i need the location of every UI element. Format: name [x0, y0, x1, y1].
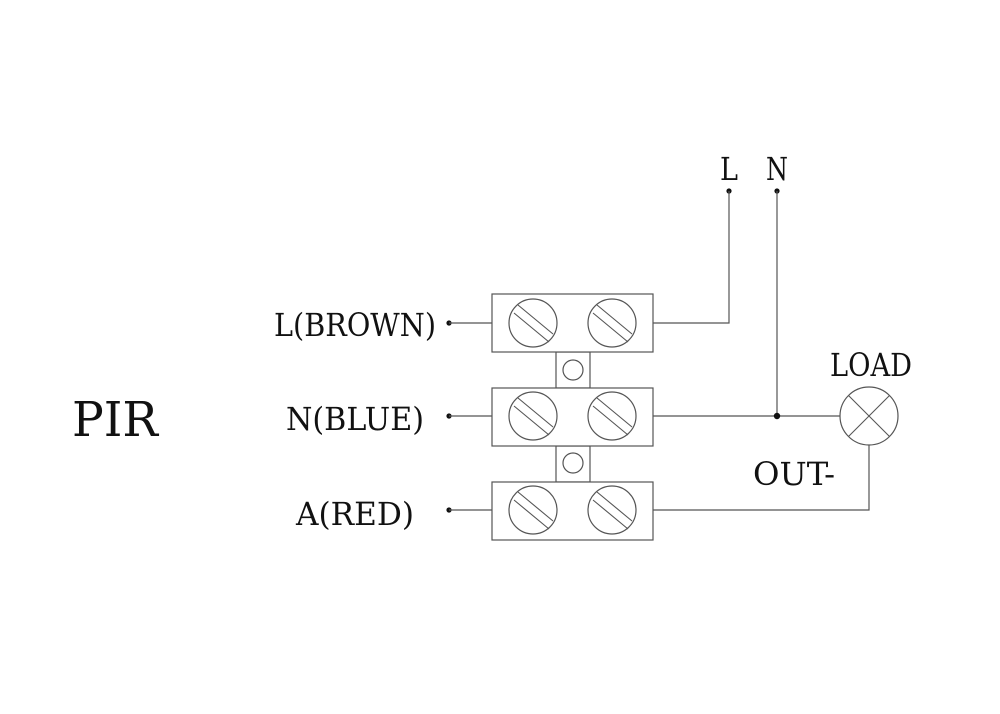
terminal-label-n: N(BLUE) — [286, 400, 424, 438]
screw-a-left-icon — [508, 485, 558, 535]
out-label: OUT- — [753, 455, 835, 493]
supply-label-l: L — [720, 150, 738, 188]
load-lamp-icon — [839, 386, 899, 446]
neutral-junction-dot — [773, 412, 781, 420]
screw-a-right-icon — [587, 485, 637, 535]
mounting-hole-lower — [562, 452, 584, 474]
supply-label-n: N — [766, 150, 788, 188]
terminal-label-a: A(RED) — [295, 495, 414, 533]
wire-line-supply — [653, 191, 730, 324]
screw-l-left-icon — [508, 298, 558, 348]
mounting-hole-upper — [562, 359, 584, 381]
screw-n-left-icon — [508, 391, 558, 441]
wire-out-to-load — [653, 445, 870, 511]
device-label: PIR — [72, 392, 160, 448]
screw-l-right-icon — [587, 298, 637, 348]
screw-n-right-icon — [587, 391, 637, 441]
terminal-label-l: L(BROWN) — [274, 306, 436, 344]
load-label: LOAD — [830, 346, 912, 384]
